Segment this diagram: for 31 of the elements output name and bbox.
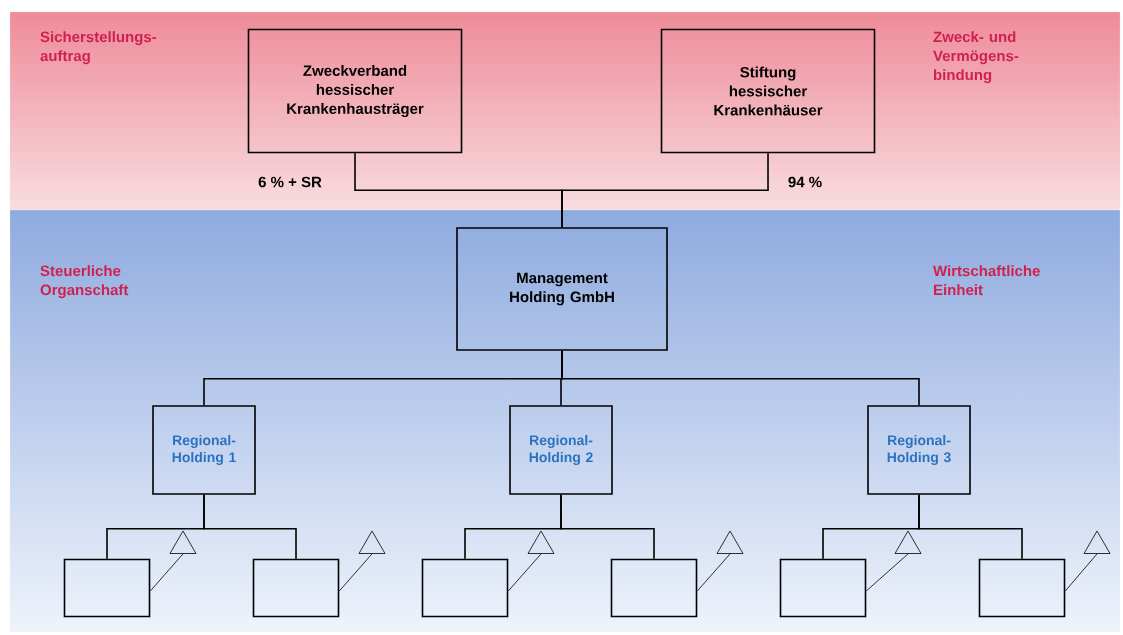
empty-box: [63, 558, 151, 618]
triangle: [1083, 530, 1111, 554]
connector: [149, 553, 184, 592]
org-box: Management Holding GmbH: [456, 227, 668, 351]
org-box: Zweckverband hessischer Krankenhausträger: [247, 28, 463, 154]
org-box: Stiftung hessischer Krankenhäuser: [660, 28, 876, 154]
holding-box: Regional- Holding 3: [867, 405, 971, 495]
connector: [561, 350, 920, 406]
empty-box: [421, 558, 509, 618]
share-label: 94 %: [788, 176, 822, 188]
connector: [560, 494, 655, 560]
triangle: [358, 530, 386, 554]
triangle: [169, 530, 197, 554]
empty-box: [252, 558, 340, 618]
connector: [1064, 553, 1098, 592]
connector: [203, 494, 297, 560]
triangle: [894, 530, 922, 554]
connector: [507, 553, 542, 592]
triangle: [527, 530, 555, 554]
holding-box: Regional- Holding 1: [152, 405, 256, 495]
empty-box: [779, 558, 867, 618]
triangle: [716, 530, 744, 554]
holding-box: Regional- Holding 2: [509, 405, 613, 495]
empty-box: [978, 558, 1066, 618]
connector: [918, 494, 1023, 560]
connector: [696, 553, 731, 592]
empty-box: [610, 558, 698, 618]
connector: [338, 553, 373, 592]
connector: [865, 553, 909, 592]
connector: [561, 152, 769, 228]
share-label: 6 % + SR: [258, 176, 322, 188]
